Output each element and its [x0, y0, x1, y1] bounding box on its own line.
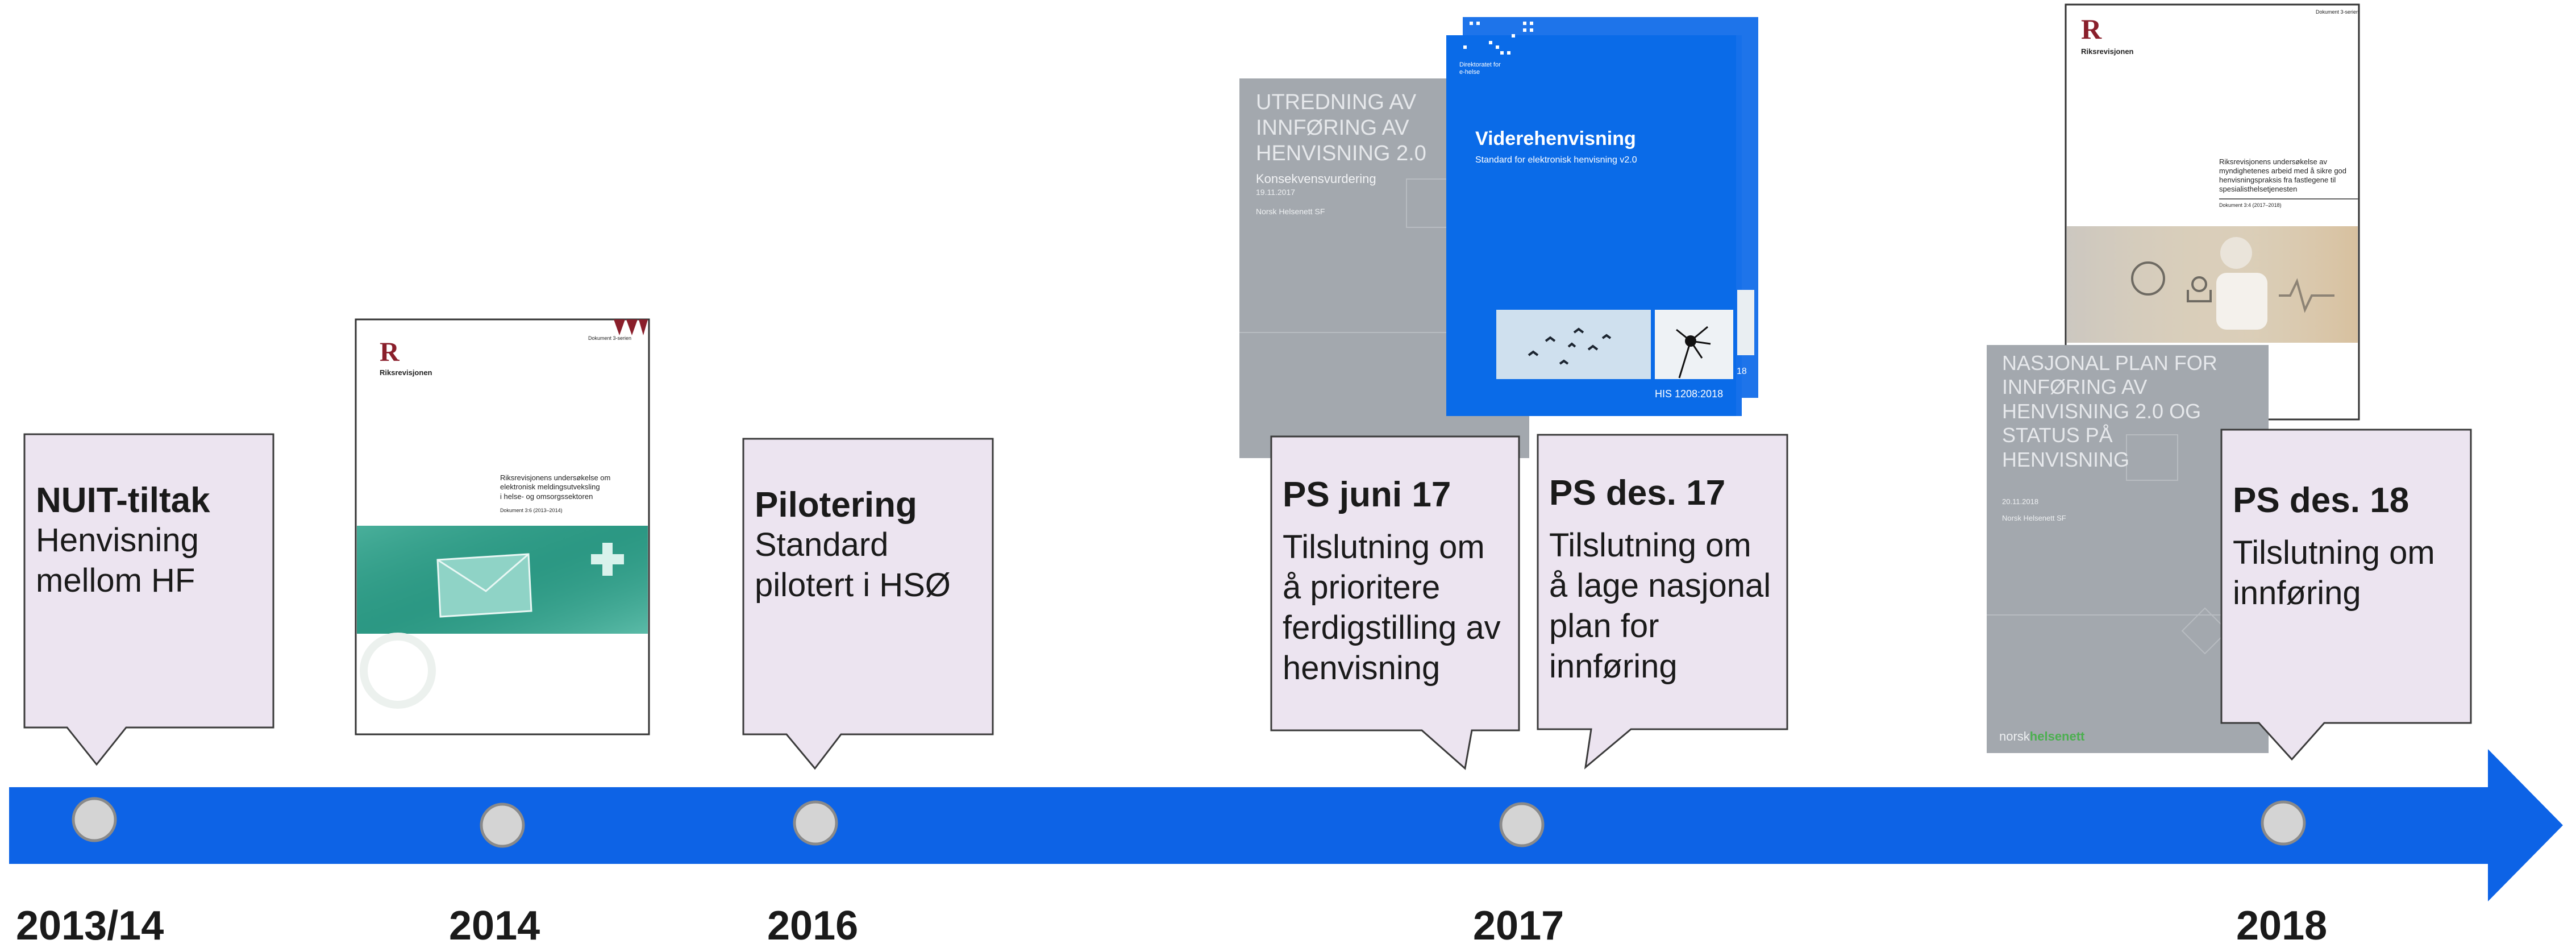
- doc-date: 20.11.2018: [2002, 497, 2039, 506]
- year-label-2014: 2014: [449, 903, 540, 949]
- callout-title: PS des. 18: [2233, 481, 2409, 520]
- callout-ps-juni-17: PS juni 17 Tilslutning om å prioritere f…: [1283, 475, 1516, 688]
- norsk-helsenett-logo: norskhelsenett: [1999, 729, 2084, 744]
- year-label-2016: 2016: [767, 903, 859, 949]
- doc-title: NASJONAL PLAN FOR INNFØRING AV HENVISNIN…: [2002, 351, 2217, 471]
- callout-title: NUIT-tiltak: [36, 481, 210, 520]
- callout-title: Pilotering: [755, 485, 917, 525]
- callout-box-ps-des-18: [2220, 429, 2472, 761]
- timeline-arrow: [9, 749, 2563, 901]
- doc-code: HIS 1208:2018: [1655, 388, 1724, 400]
- brand-norsk: norsk: [1999, 729, 2030, 743]
- doc-date: 19.11.2017: [1256, 188, 1296, 197]
- doc-org: Riksrevisjonen: [2081, 47, 2134, 56]
- doc-number: Dokument 3:4 (2017–2018): [2219, 202, 2282, 208]
- callout-ps-des-18: PS des. 18 Tilslutning om innføring: [2233, 480, 2466, 614]
- doc-nasjonal-plan-text: NASJONAL PLAN FOR INNFØRING AV HENVISNIN…: [2002, 351, 2252, 522]
- doc-badge: Direktoratet for e-helse: [1459, 61, 1501, 76]
- callout-pilotering: Pilotering Standard pilotert i HSØ: [755, 485, 988, 606]
- callout-nuit-tiltak: NUIT-tiltak Henvisning mellom HF: [36, 480, 269, 601]
- doc-title: Riksrevisjonens undersøkelse om elektron…: [500, 473, 611, 501]
- callout-body: Tilslutning om å prioritere ferdigstilli…: [1283, 529, 1501, 687]
- year-marker-2016: [793, 800, 838, 846]
- dots-logo-icon: [1463, 22, 1533, 55]
- callout-title: PS juni 17: [1283, 475, 1451, 514]
- year-marker-2013-14: [72, 797, 117, 842]
- callout-body: Tilslutning om innføring: [2233, 534, 2435, 612]
- riksrevisjonen-logo: R: [2081, 13, 2102, 45]
- year-marker-2018: [2261, 800, 2306, 846]
- doc-tag: Dokument 3-serien: [588, 335, 632, 341]
- doc-org: Norsk Helsenett SF: [2002, 514, 2066, 523]
- doc-title: Riksrevisjonens undersøkelse av myndighe…: [2219, 157, 2347, 193]
- doc-title: Viderehenvisning: [1475, 128, 1636, 149]
- doc-org: Riksrevisjonen: [380, 368, 432, 377]
- year-marker-2017: [1499, 802, 1545, 847]
- callout-body: Standard pilotert i HSØ: [755, 526, 951, 604]
- callout-box-nuit: [23, 433, 274, 766]
- year-label-2013-14: 2013/14: [16, 903, 164, 949]
- doc-subtitle: Konsekvensvurdering: [1256, 172, 1376, 186]
- callout-ps-des-17: PS des. 17 Tilslutning om å lage nasjona…: [1549, 473, 1782, 687]
- callout-box-pilotering: [742, 438, 994, 770]
- document-riksrevisjonen-2014: [355, 318, 650, 735]
- callout-box-ps-des-17: [1537, 434, 1788, 770]
- doc-code-tail: 18: [1737, 367, 1747, 376]
- doc-org: Norsk Helsenett SF: [1256, 207, 1325, 217]
- year-marker-2014: [480, 803, 525, 848]
- callout-box-ps-juni-17: [1270, 435, 1520, 770]
- callout-body: Henvisning mellom HF: [36, 522, 199, 600]
- doc-subtitle: Standard for elektronisk henvisning v2.0: [1475, 155, 1637, 165]
- document-viderehenvisning: [1446, 17, 1758, 416]
- year-label-2017: 2017: [1473, 903, 1564, 949]
- doc-title: UTREDNING AV INNFØRING AV HENVISNING 2.0: [1256, 90, 1426, 165]
- brand-helsenett: helsenett: [2029, 729, 2085, 743]
- doctor-patient-icon: [2131, 237, 2334, 330]
- envelope-icon: [436, 553, 532, 618]
- callout-body: Tilslutning om å lage nasjonal plan for …: [1549, 527, 1771, 685]
- callout-title: PS des. 17: [1549, 473, 1726, 513]
- riksrevisjonen-logo: R: [380, 337, 399, 367]
- doc-utredning-text: UTREDNING AV INNFØRING AV HENVISNING 2.0…: [1256, 90, 1443, 216]
- year-label-2018: 2018: [2236, 903, 2328, 949]
- doc-tag: Dokument 3-serien: [2316, 9, 2359, 15]
- doc-number: Dokument 3:6 (2013–2014): [500, 508, 563, 513]
